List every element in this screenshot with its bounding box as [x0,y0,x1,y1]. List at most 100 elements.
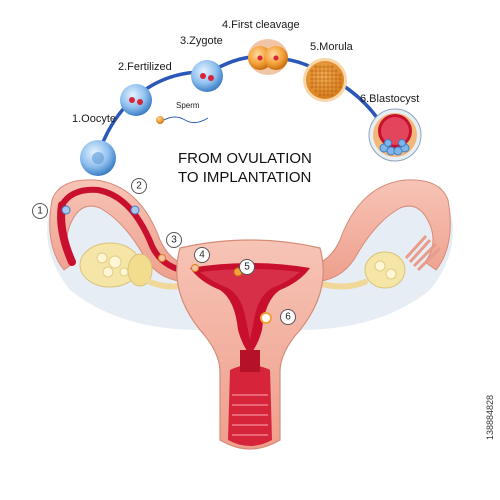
morula-blastomere-dot [330,85,334,89]
cervical-canal [240,350,260,372]
morula-blastomere-dot [322,85,326,89]
left-tube-lumen [59,186,193,275]
morula-blastomere-dot [334,69,338,73]
blastomere-nucleus [257,55,263,61]
morula-blastomere-dot [334,89,338,93]
morula-blastomere-dot [322,81,326,85]
stage-label-zygote: 3.Zygote [180,35,223,47]
blastomere-nucleus [273,55,279,61]
morula-blastomere-dot [334,85,338,89]
marker-1-label: 1 [37,206,43,217]
morula-blastomere-dot [322,89,326,93]
morula-blastomere-dot [334,73,338,77]
marker-4: 4 [194,247,210,263]
morula-blastomere-dot [318,77,322,81]
vaginal-rugae [232,394,268,436]
endometrium [200,269,300,340]
morula-blastomere-dot [314,89,318,93]
diagram-title-line-1: FROM OVULATION [178,150,312,167]
tract-cleavage [191,264,199,272]
morula-blastomere-dot [326,89,330,93]
marker-3: 3 [166,232,182,248]
morula-blastomere-dot [314,65,318,69]
morula-blastomere-dot [330,89,334,93]
stage-label-blastocyst: 6.Blastocyst [360,93,419,105]
morula-blastomere-dot [326,81,330,85]
morula-blastomere-dot [338,77,342,81]
marker-5: 5 [239,259,255,275]
morula-blastomere-dot [310,73,314,77]
morula-blastomere-dot [338,85,342,89]
zygote-cell [191,60,223,92]
morula-blastomere-dot [330,65,334,69]
stage-label-fertilized: 2.Fertilized [118,61,172,73]
marker-6: 6 [280,309,296,325]
morula-blastomere-dot [334,77,338,81]
morula-blastomere-dot [330,77,334,81]
pronucleus [129,97,135,103]
fertilized-cell [120,84,152,116]
oocyte-nucleus [92,152,104,164]
follicle [102,266,114,278]
broad-ligament [47,185,453,330]
marker-1: 1 [32,203,48,219]
follicle [108,255,122,269]
tract-zygote [158,254,166,262]
morula-blastomere-dot [314,81,318,85]
morula-blastomere-dot [326,85,330,89]
follicle [96,252,108,264]
marker-2-label: 2 [136,181,142,192]
morula-blastomere-dot [318,69,322,73]
inner-cell-mass [379,139,410,156]
marker-6-label: 6 [285,312,291,323]
marker-3-label: 3 [171,235,177,246]
morula-blastomere-dot [314,69,318,73]
pronucleus [137,99,143,105]
morula-blastomere-dot [326,65,330,69]
morula-blastomere-dot [318,85,322,89]
morula-blastomere-dot [330,81,334,85]
follicle [385,268,397,280]
morula-blastomere-dot [338,81,342,85]
morula-blastomere-dot [334,81,338,85]
morula-blastomere-dot [326,73,330,77]
right-ovary [364,251,406,289]
morula-blastomere-dot [318,73,322,77]
follicle [119,267,129,277]
sperm-tail [163,116,209,124]
morula-blastomere-dot [314,85,318,89]
marker-5-label: 5 [244,262,250,273]
morula-blastomere-dot [318,81,322,85]
tract-oocyte [61,205,71,215]
zygote-nucleus [200,73,206,79]
morula-blastomere-dot [330,69,334,73]
morula-blastomere-dot [326,69,330,73]
morula-blastomere-dot [314,77,318,81]
morula-blastomere-dot [310,69,314,73]
morula-blastomere-dot [322,73,326,77]
morula-blastomere-dot [314,73,318,77]
marker-4-label: 4 [199,250,205,261]
tract-blastocyst [260,312,272,324]
blastocoel-inner [381,117,409,145]
stage-label-first-cleavage: 4.First cleavage [222,19,300,31]
morula-blastomere-dot [322,69,326,73]
morula-blastomere-dot [322,65,326,69]
morula-blastomere-dot [310,85,314,89]
morula-blastomere-dot [338,73,342,77]
morula-blastomere-dot [322,93,326,97]
morula-blastomere-dot [310,81,314,85]
side-id: 138884828 [485,395,495,440]
morula-blastomere-dot [330,73,334,77]
stage-label-oocyte: 1.Oocyte [72,113,116,125]
morula-blastomere-dot [318,93,322,97]
zygote-nucleus [208,75,214,81]
left-ovary-lobe [127,253,153,287]
morula-texture [310,65,342,97]
morula-blastomere-dot [326,93,330,97]
tract-fertilized [130,205,140,215]
stage-label-morula: 5.Morula [310,41,354,53]
right-fallopian-tube [309,179,451,283]
